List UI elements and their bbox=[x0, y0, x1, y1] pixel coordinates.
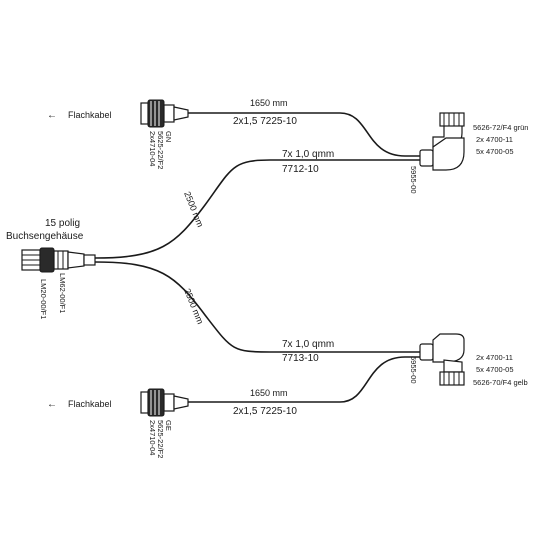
top-flat-cable-connector bbox=[140, 99, 189, 128]
top-cable-length: 1650 mm bbox=[250, 98, 288, 108]
bottom-connector-code-2: 5625-22/F2 bbox=[156, 420, 165, 458]
bottom-cable-spec: 2x1,5 7225-10 bbox=[233, 406, 297, 417]
lower-branch-wire: 7x 1,0 qmm bbox=[282, 339, 334, 350]
lower-connector-line-3: 5626-70/F4 gelb bbox=[473, 378, 528, 387]
top-connector-code-1: 2x4710-04 bbox=[148, 131, 157, 166]
lower-connector-line-1: 2x 4700-11 bbox=[476, 353, 513, 362]
upper-connector-line-1: 5626-72/F4 grün bbox=[473, 123, 528, 132]
top-direction-arrow: ← bbox=[47, 110, 57, 121]
upper-branch-cable bbox=[94, 159, 420, 259]
bottom-flat-cable-connector bbox=[140, 388, 189, 417]
upper-branch-part: 7712-10 bbox=[282, 164, 319, 175]
bottom-flat-cable-label: Flachkabel bbox=[68, 399, 112, 409]
top-flat-cable-assembly: ← Flachkabel 2x4710-04 5625-22/F2 GN 165… bbox=[47, 98, 420, 169]
socket-housing-assembly: 15 polig Buchsengehäuse LM20-00/F1 LM62-… bbox=[6, 218, 96, 319]
lower-branch-assembly: 7x 1,0 qmm 7713-10 2500 mm 5955-00 2x 47… bbox=[94, 261, 528, 387]
upper-angled-connector bbox=[419, 112, 465, 171]
bottom-flat-cable-assembly: ← Flachkabel 2x4710-04 5625-22/F2 GE 165… bbox=[47, 356, 420, 458]
top-cable-spec: 2x1,5 7225-10 bbox=[233, 116, 297, 127]
top-flat-cable-line bbox=[188, 112, 420, 157]
bottom-connector-code-3: GE bbox=[164, 420, 173, 431]
bottom-direction-arrow: ← bbox=[47, 399, 57, 410]
lower-branch-part: 7713-10 bbox=[282, 353, 319, 364]
housing-socket bbox=[21, 247, 96, 273]
top-connector-code-2: 5625-22/F2 bbox=[156, 131, 165, 169]
bottom-cable-length: 1650 mm bbox=[250, 388, 288, 398]
upper-connector-line-3: 5x 4700-05 bbox=[476, 147, 514, 156]
housing-title-2: Buchsengehäuse bbox=[6, 231, 84, 242]
top-connector-code-3: GN bbox=[164, 131, 173, 142]
lower-angled-connector bbox=[419, 333, 465, 386]
housing-code-2: LM62-00/F1 bbox=[58, 273, 67, 313]
upper-connector-line-2: 2x 4700-11 bbox=[476, 135, 513, 144]
upper-branch-assembly: 7x 1,0 qmm 7712-10 2500 mm 5955-00 5626-… bbox=[94, 112, 528, 259]
bottom-flat-cable-line bbox=[188, 356, 420, 403]
lower-branch-cable bbox=[94, 261, 420, 353]
lower-branch-length: 2500 mm bbox=[182, 287, 205, 326]
upper-branch-wire: 7x 1,0 qmm bbox=[282, 149, 334, 160]
housing-title-1: 15 polig bbox=[45, 218, 80, 229]
top-flat-cable-label: Flachkabel bbox=[68, 110, 112, 120]
lower-clip-code: 5955-00 bbox=[409, 356, 418, 384]
bottom-connector-code-1: 2x4710-04 bbox=[148, 420, 157, 455]
upper-clip-code: 5955-00 bbox=[409, 166, 418, 194]
housing-code-1: LM20-00/F1 bbox=[39, 279, 48, 319]
lower-connector-line-2: 5x 4700-05 bbox=[476, 365, 514, 374]
